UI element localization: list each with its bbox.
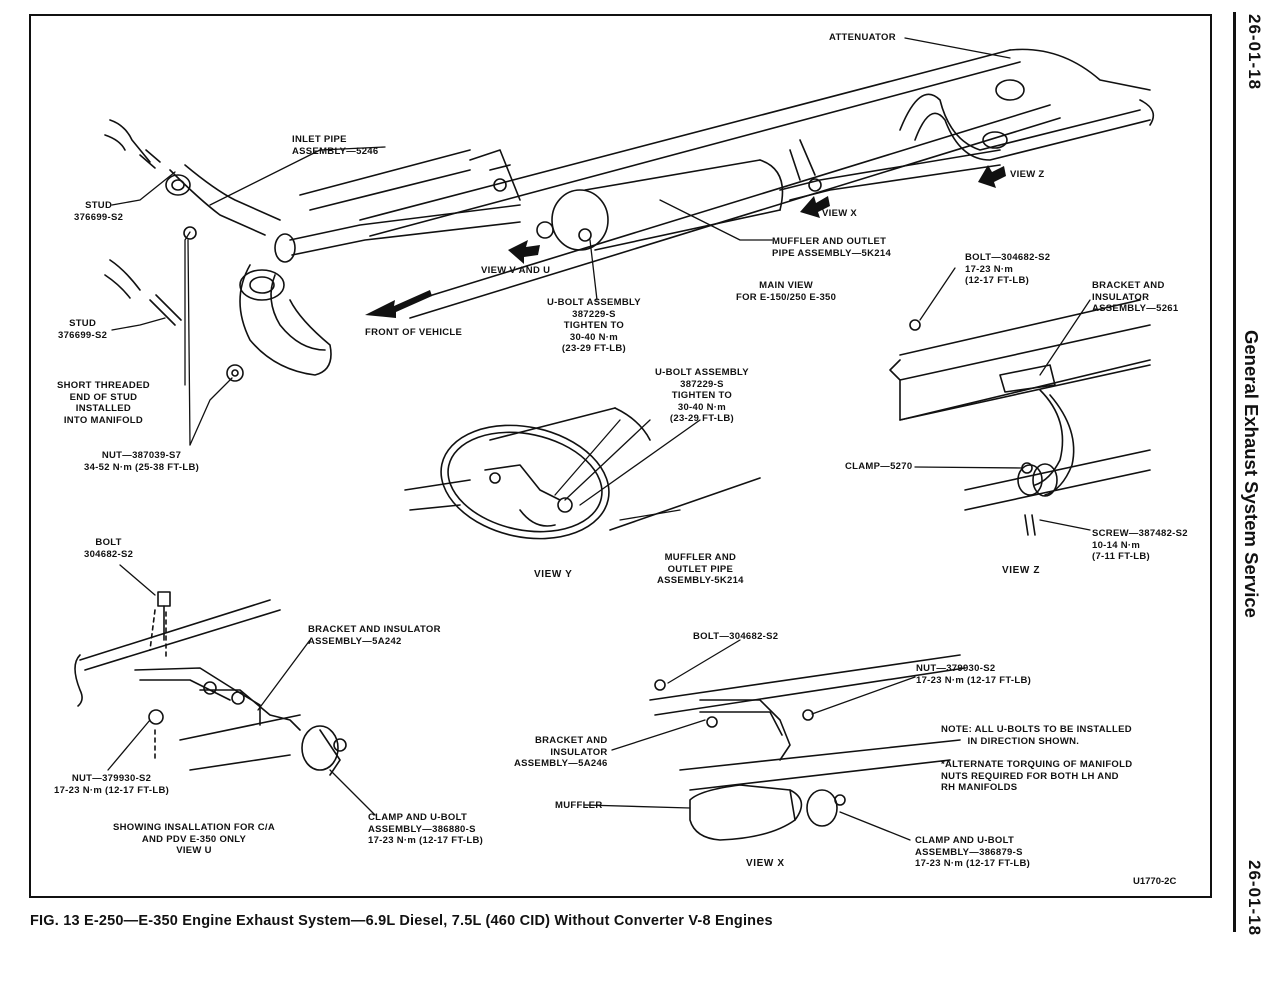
label-bolt-view-u: BOLT 304682-S2: [84, 537, 134, 560]
view-y-drawing: [404, 407, 761, 540]
label-muffler-main: MUFFLER AND OUTLET PIPE ASSEMBLY—5K214: [772, 236, 892, 259]
label-stud-bottom: STUD 376699-S2: [58, 318, 108, 341]
note-ubolts: NOTE: ALL U-BOLTS TO BE INSTALLED IN DIR…: [941, 724, 1132, 747]
label-bracket-view-z: BRACKET AND INSULATOR ASSEMBLY—5261: [1092, 280, 1179, 314]
label-bolt-view-z: BOLT—304682-S2 17-23 N·m (12-17 FT-LB): [965, 252, 1051, 286]
label-bolt-view-x: BOLT—304682-S2: [693, 631, 779, 642]
margin-rule: [1233, 12, 1236, 932]
manifold-studs: [104, 119, 244, 382]
section-title: General Exhaust System Service: [1241, 330, 1262, 618]
label-clamp-view-x: CLAMP AND U-BOLT ASSEMBLY—386879-S 17-23…: [915, 835, 1031, 869]
label-inlet-pipe: INLET PIPE ASSEMBLY—5246: [292, 134, 379, 157]
label-nut-manifold: NUT—387039-S7 34-52 N·m (25-38 FT-LB): [84, 450, 200, 473]
page-number-top: 26-01-18: [1245, 14, 1264, 91]
inlet-pipe-assembly: [165, 164, 521, 376]
label-stud-top: STUD 376699-S2: [74, 200, 124, 223]
label-clamp-view-u: CLAMP AND U-BOLT ASSEMBLY—386880-S 17-23…: [368, 812, 484, 846]
view-z-drawing: [889, 267, 1151, 536]
view-x-drawing: [584, 639, 966, 841]
leader-lines-main: [111, 37, 1011, 446]
label-bracket-view-x: BRACKET AND INSULATOR ASSEMBLY—5A246: [514, 735, 608, 769]
label-view-x: VIEW X: [746, 858, 785, 869]
label-view-v-and-u: VIEW V AND U: [481, 265, 551, 276]
figure-id: U1770-2C: [1133, 876, 1177, 887]
view-u-drawing: [74, 564, 376, 816]
label-front-of-vehicle: FRONT OF VEHICLE: [365, 327, 463, 338]
label-showing-view-u: SHOWING INSALLATION FOR C/A AND PDV E-35…: [113, 822, 276, 856]
label-clamp-view-z: CLAMP—5270: [845, 461, 913, 472]
label-short-threaded-stud: SHORT THREADED END OF STUD INSTALLED INT…: [57, 380, 150, 426]
page-number-bottom: 26-01-18: [1245, 860, 1264, 937]
label-view-y: VIEW Y: [534, 569, 573, 580]
label-screw-view-z: SCREW—387482-S2 10-14 N·m (7-11 FT-LB): [1092, 528, 1188, 562]
label-view-z-arrow: VIEW Z: [1010, 169, 1045, 180]
label-nut-view-u: NUT—379930-S2 17-23 N·m (12-17 FT-LB): [54, 773, 170, 796]
label-ubolt-view-y: U-BOLT ASSEMBLY 387229-S TIGHTEN TO 30-4…: [655, 367, 749, 424]
label-ubolt-main: U-BOLT ASSEMBLY 387229-S TIGHTEN TO 30-4…: [547, 297, 641, 354]
main-muffler: [469, 79, 1155, 251]
figure-caption: FIG. 13 E-250—E-350 Engine Exhaust Syste…: [30, 913, 773, 929]
figure-frame: [29, 14, 1212, 898]
label-attenuator: ATTENUATOR: [829, 32, 896, 43]
label-bracket-view-u: BRACKET AND INSULATOR ASSEMBLY—5A242: [308, 624, 441, 647]
view-arrows: [365, 165, 1006, 318]
label-view-z: VIEW Z: [1002, 565, 1041, 576]
label-muffler-view-x: MUFFLER: [555, 800, 603, 811]
label-view-x-arrow: VIEW X: [822, 208, 858, 219]
frame-rails: [299, 48, 1151, 319]
label-muffler-view-y: MUFFLER AND OUTLET PIPE ASSEMBLY-5K214: [657, 552, 744, 586]
label-main-view: MAIN VIEW FOR E-150/250 E-350: [736, 280, 837, 303]
note-alternate-torquing: *ALTERNATE TORQUING OF MANIFOLD NUTS REQ…: [941, 759, 1133, 793]
label-nut-view-x: NUT—379930-S2 17-23 N·m (12-17 FT-LB): [916, 663, 1032, 686]
